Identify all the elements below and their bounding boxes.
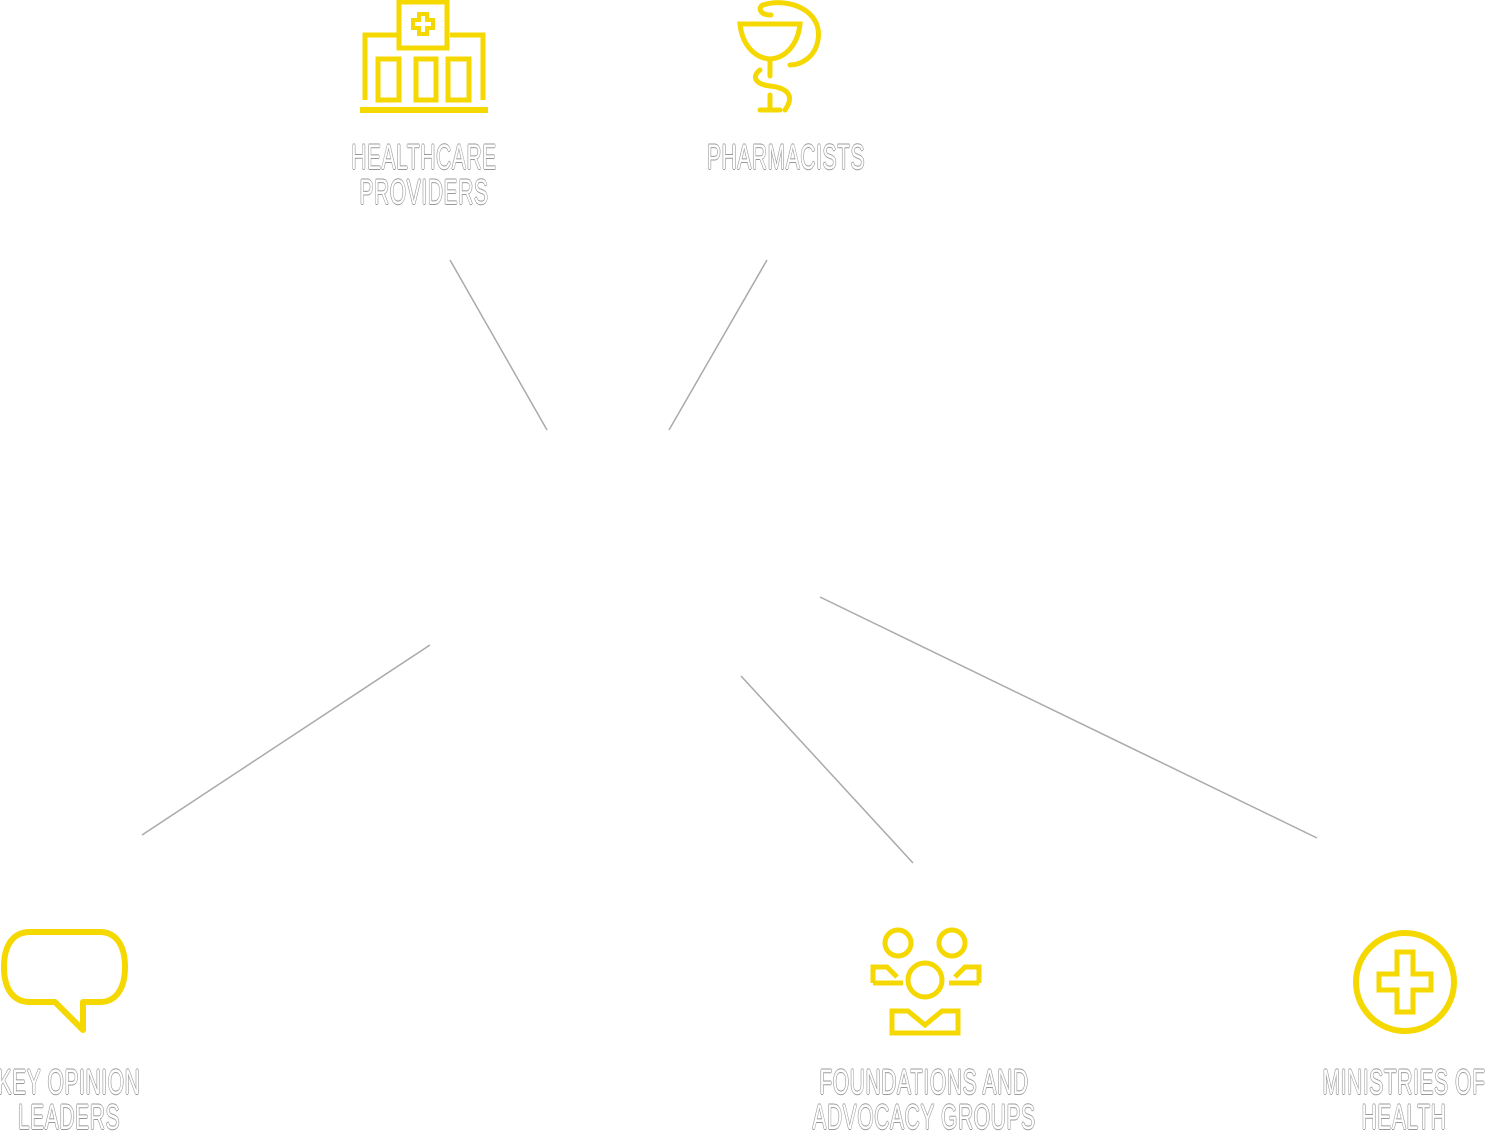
connector-healthcare <box>449 259 548 431</box>
connector-pharmacists <box>668 259 768 431</box>
label-line: FOUNDATIONS AND <box>819 1063 1029 1102</box>
bowl-of-hygieia-icon <box>737 0 821 113</box>
label-line: PROVIDERS <box>359 173 489 212</box>
connector-ministries <box>819 596 1318 839</box>
connector-foundations <box>740 675 914 864</box>
medical-cross-icon <box>1353 930 1457 1034</box>
connector-kol <box>141 644 431 836</box>
label-line: HEALTHCARE <box>351 138 497 177</box>
label-line: KEY OPINION <box>0 1063 141 1102</box>
label-line: LEADERS <box>17 1098 121 1137</box>
label-line: HEALTH <box>1361 1098 1447 1137</box>
hospital-icon <box>360 0 488 113</box>
group-icon <box>870 927 982 1036</box>
label-line: ADVOCACY GROUPS <box>812 1098 1036 1137</box>
label-line: MINISTRIES OF <box>1322 1063 1485 1102</box>
speech-bubble-icon <box>1 929 128 1033</box>
label-line: PHARMACISTS <box>706 138 866 177</box>
